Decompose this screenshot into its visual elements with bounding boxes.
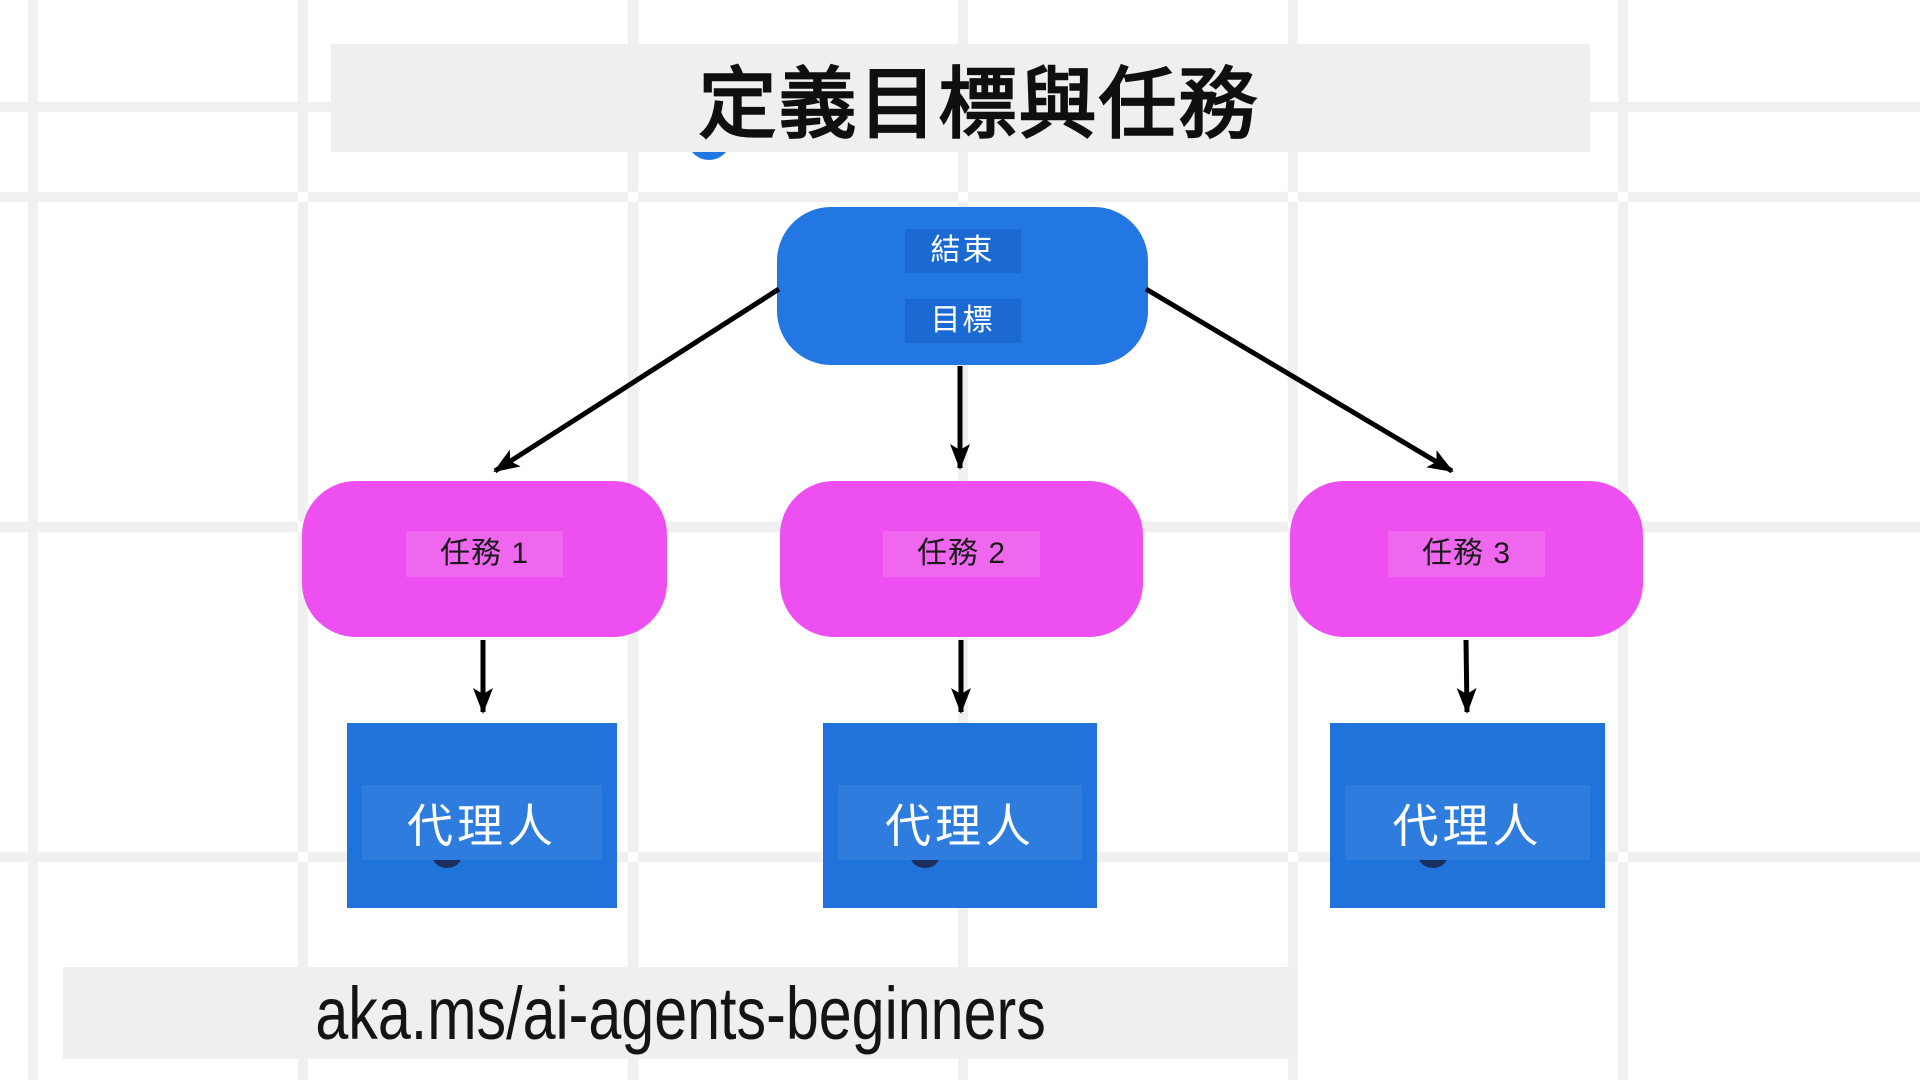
task-3-label: 任務 3 [1387, 531, 1546, 577]
agent-2-label-band: 代理人 [838, 785, 1082, 860]
agent-2-label: 代理人 [885, 799, 1035, 852]
agent-3-label: 代理人 [1392, 799, 1543, 852]
footer-link-bar[interactable]: aka.ms/ai-agents-beginners [63, 967, 1298, 1059]
task-2-label: 任務 2 [882, 531, 1041, 577]
task-node-2[interactable]: 任務 2 [780, 481, 1143, 637]
task-1-label: 任務 1 [405, 531, 564, 577]
task-node-3[interactable]: 任務 3 [1290, 481, 1643, 637]
page-title: 定義目標與任務 [698, 60, 1259, 148]
agent-1-label-band: 代理人 [362, 785, 602, 860]
goal-node-label-goal: 目標 [904, 299, 1021, 343]
goal-node-label-end: 結束 [904, 229, 1021, 273]
goal-node[interactable]: 結束 目標 [777, 207, 1148, 365]
agent-1-label: 代理人 [407, 799, 557, 852]
footer-link-text: aka.ms/ai-agents-beginners [315, 971, 1046, 1055]
agent-node-2[interactable]: 代理人 [823, 723, 1097, 908]
agent-3-label-band: 代理人 [1345, 785, 1590, 860]
agent-node-3[interactable]: 代理人 [1330, 723, 1605, 908]
title-bar[interactable]: 定義目標與任務 [331, 44, 1590, 152]
agent-node-1[interactable]: 代理人 [347, 723, 617, 908]
task-node-1[interactable]: 任務 1 [302, 481, 667, 637]
